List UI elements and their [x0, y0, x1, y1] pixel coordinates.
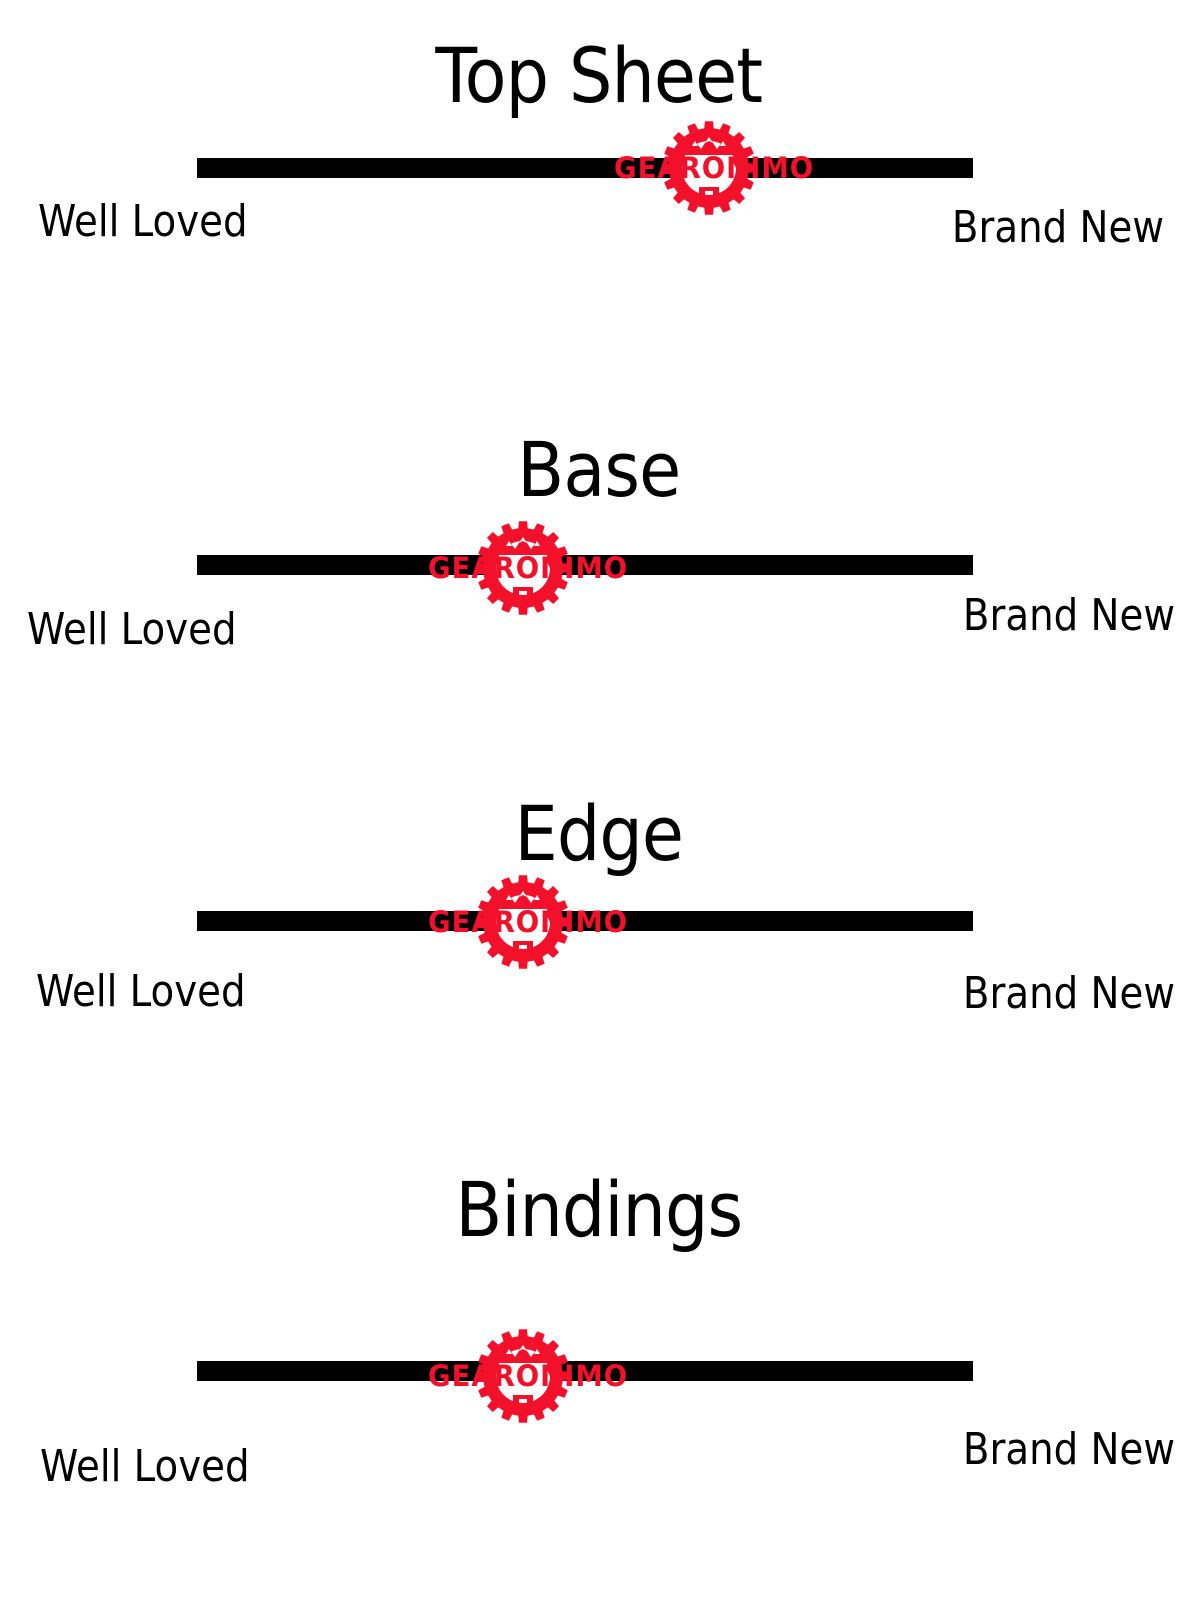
gear-base-mark — [512, 587, 533, 597]
gear-base-mark — [699, 187, 720, 197]
scale-max-label: Brand New — [962, 590, 1175, 641]
scale-track — [197, 158, 973, 178]
mountain-snow — [505, 1345, 540, 1354]
mountain-snow — [505, 537, 540, 546]
scale-title: Bindings — [455, 1165, 743, 1254]
rating-marker: GEARONIMO — [423, 1321, 628, 1431]
scale-track — [197, 555, 973, 575]
logo-wordmark: GEARONIMO — [427, 551, 628, 585]
scale-title: Top Sheet — [435, 31, 763, 120]
scale-min-label: Well Loved — [27, 604, 237, 655]
scale-min-label: Well Loved — [36, 966, 246, 1017]
logo-wordmark: GEARONIMO — [427, 1359, 628, 1393]
scale-min-label: Well Loved — [40, 1441, 250, 1492]
scale-max-label: Brand New — [962, 968, 1175, 1019]
gear-mountain-icon — [662, 121, 756, 215]
mountain-shape — [498, 1345, 547, 1363]
gear-mountain-icon — [476, 521, 570, 615]
gear-mountain-icon — [476, 1329, 570, 1423]
logo-wordmark: GEARONIMO — [427, 905, 628, 939]
mountain-snow — [505, 891, 540, 900]
scale-track — [197, 1361, 973, 1381]
scale-min-label: Well Loved — [38, 196, 248, 247]
logo-wordmark: GEARONIMO — [614, 151, 815, 185]
scale-max-label: Brand New — [962, 1424, 1175, 1475]
gear-base-mark — [512, 1395, 533, 1405]
rating-marker: GEARONIMO — [423, 867, 628, 977]
mountain-shape — [498, 537, 547, 555]
scale-title: Base — [517, 425, 681, 514]
rating-marker: GEARONIMO — [423, 513, 628, 623]
scale-track — [197, 911, 973, 931]
gear-mountain-icon — [476, 875, 570, 969]
gear-base-mark — [512, 941, 533, 951]
mountain-shape — [685, 137, 734, 155]
scale-max-label: Brand New — [951, 202, 1164, 253]
mountain-snow — [692, 137, 727, 146]
mountain-shape — [498, 891, 547, 909]
scale-title: Edge — [514, 789, 684, 878]
rating-marker: GEARONIMO — [609, 113, 815, 223]
